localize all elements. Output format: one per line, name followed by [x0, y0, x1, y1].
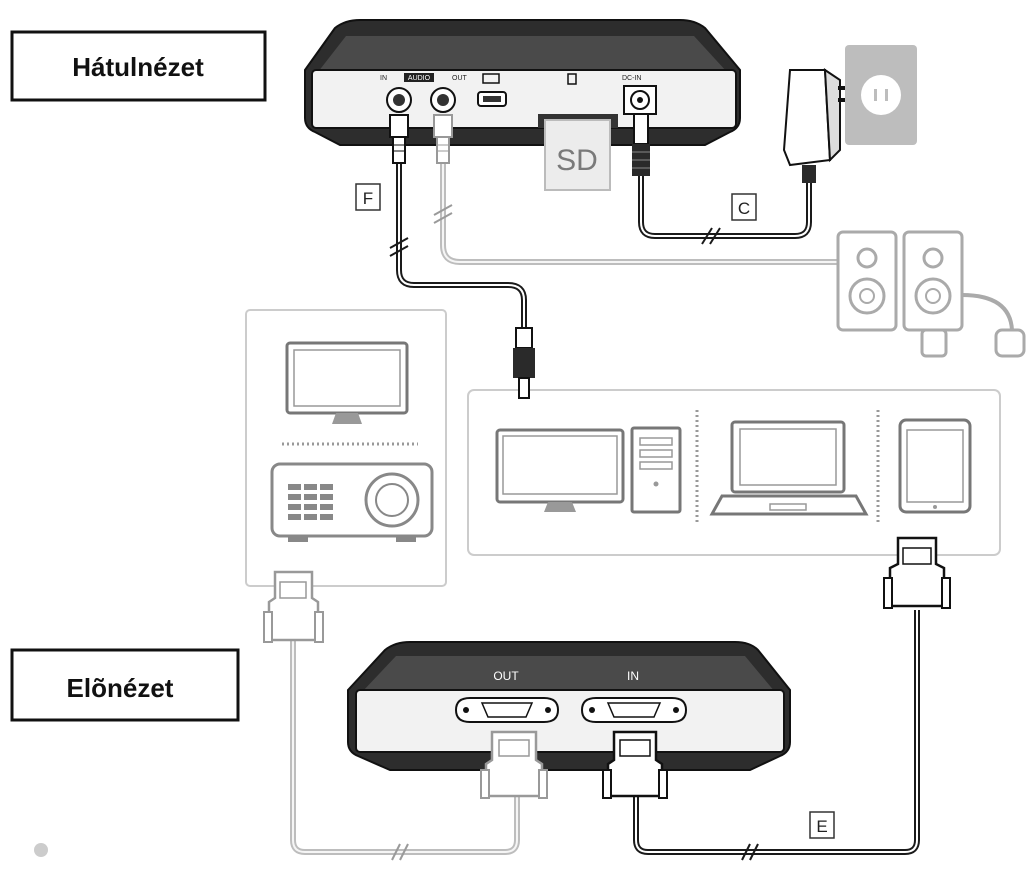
- front-in-label: IN: [627, 669, 639, 683]
- rear-dc-label: DC-IN: [622, 75, 641, 82]
- rear-audio-label: AUDIO: [408, 75, 431, 82]
- svg-text:F: F: [363, 189, 373, 208]
- monitor-icon: [285, 341, 409, 424]
- front-out-label: OUT: [493, 669, 519, 683]
- cable-f-break: [389, 237, 409, 257]
- cable-c: [638, 175, 812, 239]
- svg-text:E: E: [816, 817, 827, 836]
- vga-connector-pc-icon: [883, 536, 951, 609]
- vga-plug-front-out: [480, 730, 548, 799]
- computer-group: [467, 389, 1001, 556]
- pc-tower-icon: [630, 426, 682, 514]
- vga-connector-icon: [263, 570, 324, 643]
- rear-device: IN AUDIO OUT DC-IN: [304, 19, 741, 146]
- cable-tag-f: F: [355, 183, 381, 211]
- front-device: OUT IN: [347, 641, 791, 771]
- vga-plug-front-in: [602, 730, 668, 799]
- vga-port-in: [580, 697, 688, 723]
- rear-out-label: OUT: [452, 75, 468, 82]
- rca-plug-out-icon: [433, 114, 453, 164]
- power-adapter-icon: [782, 68, 850, 183]
- front-view-label: Elõnézet: [10, 648, 240, 722]
- rear-in-label: IN: [380, 75, 387, 82]
- sd-card-icon: SD: [544, 119, 611, 191]
- cable-tag-c: C: [731, 193, 757, 221]
- sd-card-label: SD: [556, 144, 598, 177]
- speakers-icon: [836, 230, 1026, 358]
- wall-outlet-icon: [845, 45, 917, 145]
- projector-icon: [270, 462, 434, 542]
- rear-view-title: Hátulnézet: [72, 52, 204, 82]
- dc-plug-icon: [632, 113, 650, 176]
- rca-plug-icon: [389, 114, 409, 164]
- display-group: [245, 309, 447, 587]
- cable-tag-e: E: [809, 811, 835, 839]
- decorative-dot: [34, 843, 48, 857]
- monitor-icon-pc: [495, 428, 625, 512]
- tablet-icon: [898, 418, 972, 514]
- laptop-icon: [709, 420, 869, 516]
- svg-text:C: C: [738, 199, 750, 218]
- vga-port-out: [454, 697, 560, 723]
- rca-plug-pc-icon: [513, 327, 535, 399]
- front-view-title: Elõnézet: [67, 673, 174, 703]
- cable-f: [396, 160, 527, 330]
- rear-view-label: Hátulnézet: [10, 30, 267, 102]
